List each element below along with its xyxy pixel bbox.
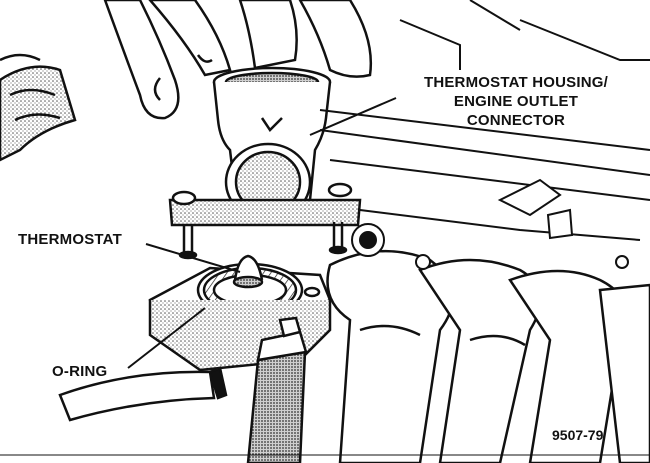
thermostat-housing	[212, 66, 332, 222]
oring-label: O-RING	[52, 363, 108, 380]
figure-id: 9507-79	[552, 427, 604, 443]
housing-flange	[168, 182, 362, 260]
housing-label-line-3: CONNECTOR	[466, 112, 566, 129]
intake-manifold	[326, 249, 650, 463]
hand-fingers	[103, 0, 372, 120]
housing-label-line-1: THERMOSTAT HOUSING/	[423, 74, 609, 91]
housing-callout: THERMOSTAT HOUSING/ ENGINE OUTLET CONNEC…	[398, 73, 634, 130]
thermostat-label: THERMOSTAT	[18, 231, 122, 248]
housing-label-line-2: ENGINE OUTLET	[453, 93, 579, 110]
upper-hose	[0, 53, 77, 162]
lower-hoses	[58, 316, 308, 463]
leader-lines	[127, 97, 397, 369]
